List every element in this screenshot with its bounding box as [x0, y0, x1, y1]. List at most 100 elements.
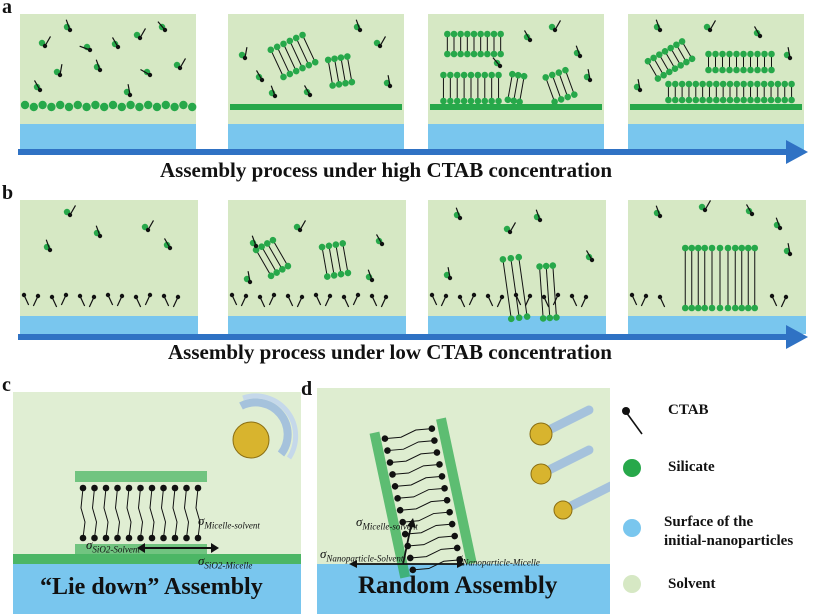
micelle-head-bottom — [719, 66, 726, 74]
micelle-head-top — [481, 71, 489, 79]
micelle-chain — [255, 249, 272, 277]
micelle-head-bottom — [677, 62, 684, 69]
micelle-head-bottom — [488, 97, 495, 105]
micelle-chain — [276, 46, 291, 75]
ctab-molecule-head — [443, 293, 449, 299]
silicate-particle — [47, 102, 56, 112]
substrate-surface — [13, 564, 301, 614]
micelle-chain — [513, 75, 519, 101]
micelle-chain — [519, 76, 525, 102]
ctab-molecule-head — [42, 43, 48, 49]
ctab-molecule-head — [242, 55, 248, 61]
micelle-head-bottom — [571, 91, 578, 98]
ctab-molecule-head — [67, 212, 73, 218]
ctab-head-bottom — [194, 534, 202, 542]
micelle-head-bottom — [688, 304, 696, 312]
micelle-head-bottom — [708, 304, 716, 312]
micelle-chain — [340, 57, 346, 84]
ctab-head-left — [384, 447, 391, 454]
micelle-head-top — [656, 51, 663, 58]
ctab-molecule-head — [35, 293, 41, 299]
ctab-head-bottom — [160, 534, 167, 542]
micelle-head-top — [457, 30, 464, 38]
panel-c-diagram — [13, 392, 301, 614]
micelle-chain — [389, 452, 437, 463]
micelle-chain — [551, 74, 562, 100]
silicate-film — [630, 104, 802, 110]
micelle — [504, 70, 528, 106]
micelle-head-top — [719, 50, 726, 58]
micelle — [665, 80, 795, 104]
micelle-head-top — [267, 46, 275, 54]
micelle-chain — [647, 60, 659, 79]
ctab-head-bottom — [91, 534, 98, 542]
substrate-surface — [428, 316, 606, 334]
micelle-head-bottom — [681, 304, 689, 312]
micelle-head-top — [514, 71, 522, 79]
micelle-head-top — [318, 243, 326, 251]
micelle-head-bottom — [665, 96, 672, 104]
micelle-head-bottom — [761, 66, 768, 74]
micelle-head-bottom — [507, 315, 515, 323]
micelle-head-bottom — [450, 50, 458, 58]
ctab-molecule-head — [259, 77, 265, 83]
micelle-chain — [137, 487, 144, 539]
micelle-head-bottom — [699, 96, 706, 104]
micelle-chain — [270, 49, 284, 78]
micelle-head-bottom — [716, 304, 724, 312]
silicate-particle — [117, 102, 127, 112]
panel-c-assembly-label: “Lie down” Assembly — [40, 574, 263, 600]
micelle-head-bottom — [768, 66, 775, 74]
ctab-head-top — [183, 484, 190, 492]
micelle-head-top — [781, 80, 789, 88]
micelle-chain — [149, 487, 155, 539]
micelle-head-top — [644, 57, 652, 65]
micelle-shell-right — [436, 417, 477, 565]
ctab-head-right — [438, 473, 446, 480]
ctab-head-left — [386, 459, 394, 466]
ctab-molecule-head — [87, 47, 93, 53]
silicate-particle — [170, 102, 179, 112]
ctab-molecule-head — [369, 277, 375, 283]
ctab-head-top — [137, 484, 144, 492]
micelle-head-top — [712, 50, 719, 58]
micelle-chain — [510, 258, 520, 318]
substrate-surface — [228, 124, 404, 150]
ctab-molecule-head — [387, 83, 393, 89]
ctab-head-right — [443, 496, 451, 504]
micelle-head-top — [280, 40, 287, 48]
micelle-head-bottom — [726, 96, 734, 104]
micelle — [444, 30, 504, 58]
silicate-particle — [135, 102, 144, 112]
micelle — [681, 244, 709, 312]
ctab-molecule-head — [507, 229, 513, 235]
silicate-film — [230, 104, 402, 110]
micelle-chain — [392, 463, 440, 475]
micelle-chain — [295, 37, 310, 66]
ctab-head-right — [433, 449, 441, 456]
ctab-head-right — [448, 520, 456, 528]
micelle-head-bottom — [726, 66, 733, 74]
micelle-chain — [397, 487, 445, 499]
micelle-head-bottom — [516, 98, 523, 106]
micelle-head-bottom — [751, 304, 759, 312]
panel-d-sigma-micelle-solvent: σMicelle-solvent — [356, 514, 418, 532]
substrate-surface — [628, 124, 804, 150]
force-arrowhead-right — [457, 560, 465, 568]
micelle-chain — [172, 487, 178, 539]
micelle-head-top — [258, 243, 265, 250]
force-arrow-up — [402, 525, 412, 565]
micelle-chain — [302, 34, 316, 63]
silicate-particle — [64, 102, 74, 112]
ctab-molecule-head — [527, 293, 533, 299]
tilted-micelle — [369, 417, 477, 579]
micelle-head-bottom — [671, 65, 679, 72]
micelle-chain — [558, 72, 569, 98]
ctab-head-right — [431, 437, 438, 444]
micelle-head-bottom — [781, 96, 789, 104]
micelle-arc-outer-icon — [242, 393, 299, 460]
micelle-chain — [681, 41, 693, 60]
micelle-head-top — [661, 48, 669, 55]
substrate-surface — [628, 316, 806, 334]
ctab-molecule-head — [379, 241, 385, 247]
